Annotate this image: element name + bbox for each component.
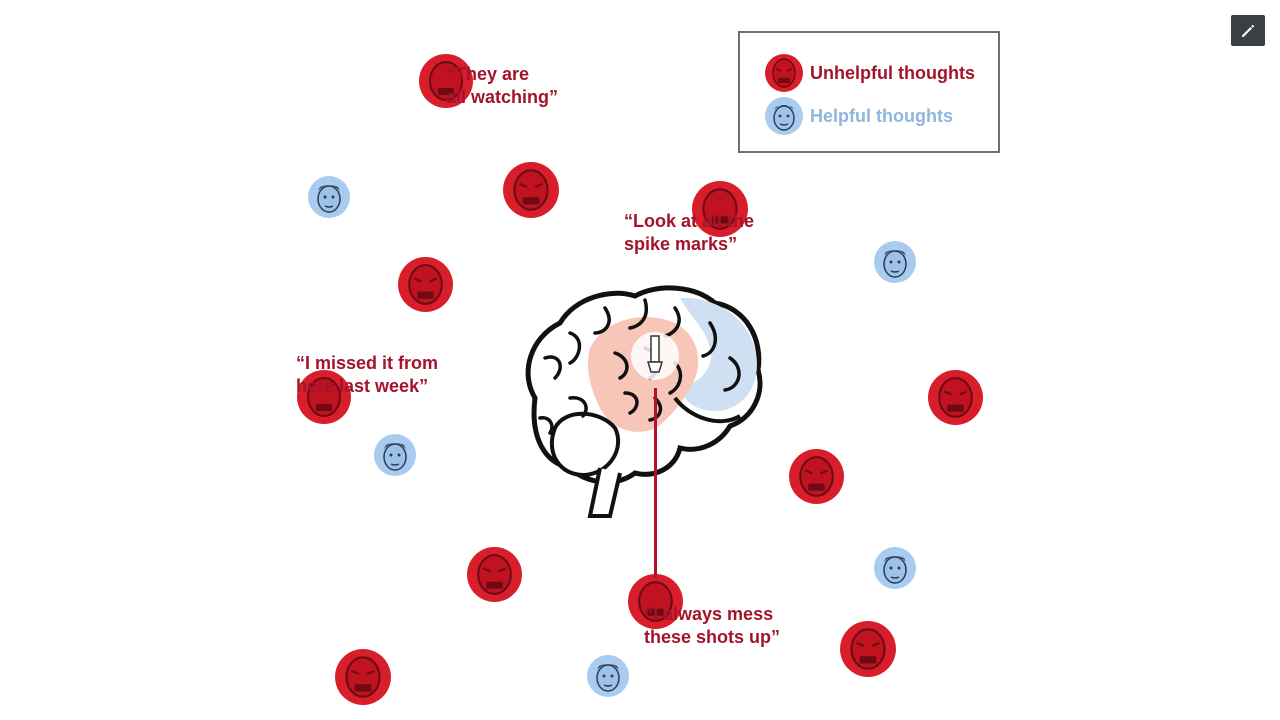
unhelpful-thought-face [839, 620, 897, 678]
angry-face-icon [764, 53, 804, 93]
edit-button[interactable] [1231, 15, 1265, 46]
quote-line: these shots up” [644, 626, 780, 649]
quote-line: spike marks” [624, 233, 754, 256]
quote-line: “They are [446, 63, 558, 86]
quote-line: all watching” [446, 86, 558, 109]
unhelpful-thought-face [334, 648, 392, 706]
quote-line: “I missed it from [296, 352, 438, 375]
helpful-thought-face [873, 240, 917, 284]
pencil-icon [1239, 22, 1257, 40]
helpful-thought-face [873, 546, 917, 590]
unhelpful-thought-face [466, 546, 523, 603]
legend-label-helpful: Helpful thoughts [810, 106, 953, 127]
quote-i-always-mess-these-shots-up: “I always mess these shots up” [644, 603, 780, 649]
unhelpful-thought-face [927, 369, 984, 426]
legend: Unhelpful thoughts Helpful thoughts [738, 31, 1000, 153]
helpful-thought-face [373, 433, 417, 477]
legend-label-unhelpful: Unhelpful thoughts [810, 63, 975, 84]
quote-line: “Look at all the [624, 210, 754, 233]
legend-item-helpful: Helpful thoughts [764, 96, 953, 136]
quote-line: “I always mess [644, 603, 780, 626]
legend-item-unhelpful: Unhelpful thoughts [764, 53, 975, 93]
unhelpful-thought-face [788, 448, 845, 505]
pointer-line [654, 388, 657, 578]
quote-look-at-all-the-spike-marks: “Look at all the spike marks” [624, 210, 754, 256]
quote-they-are-all-watching: “They are all watching” [446, 63, 558, 109]
unhelpful-thought-face [397, 256, 454, 313]
quote-line: here last week” [296, 375, 438, 398]
brain-illustration [515, 278, 765, 523]
unhelpful-thought-face [502, 161, 560, 219]
quote-i-missed-it-from-here-last-week: “I missed it from here last week” [296, 352, 438, 398]
helpful-thought-face [307, 175, 351, 219]
helpful-thought-face [586, 654, 630, 698]
calm-face-icon [764, 96, 804, 136]
